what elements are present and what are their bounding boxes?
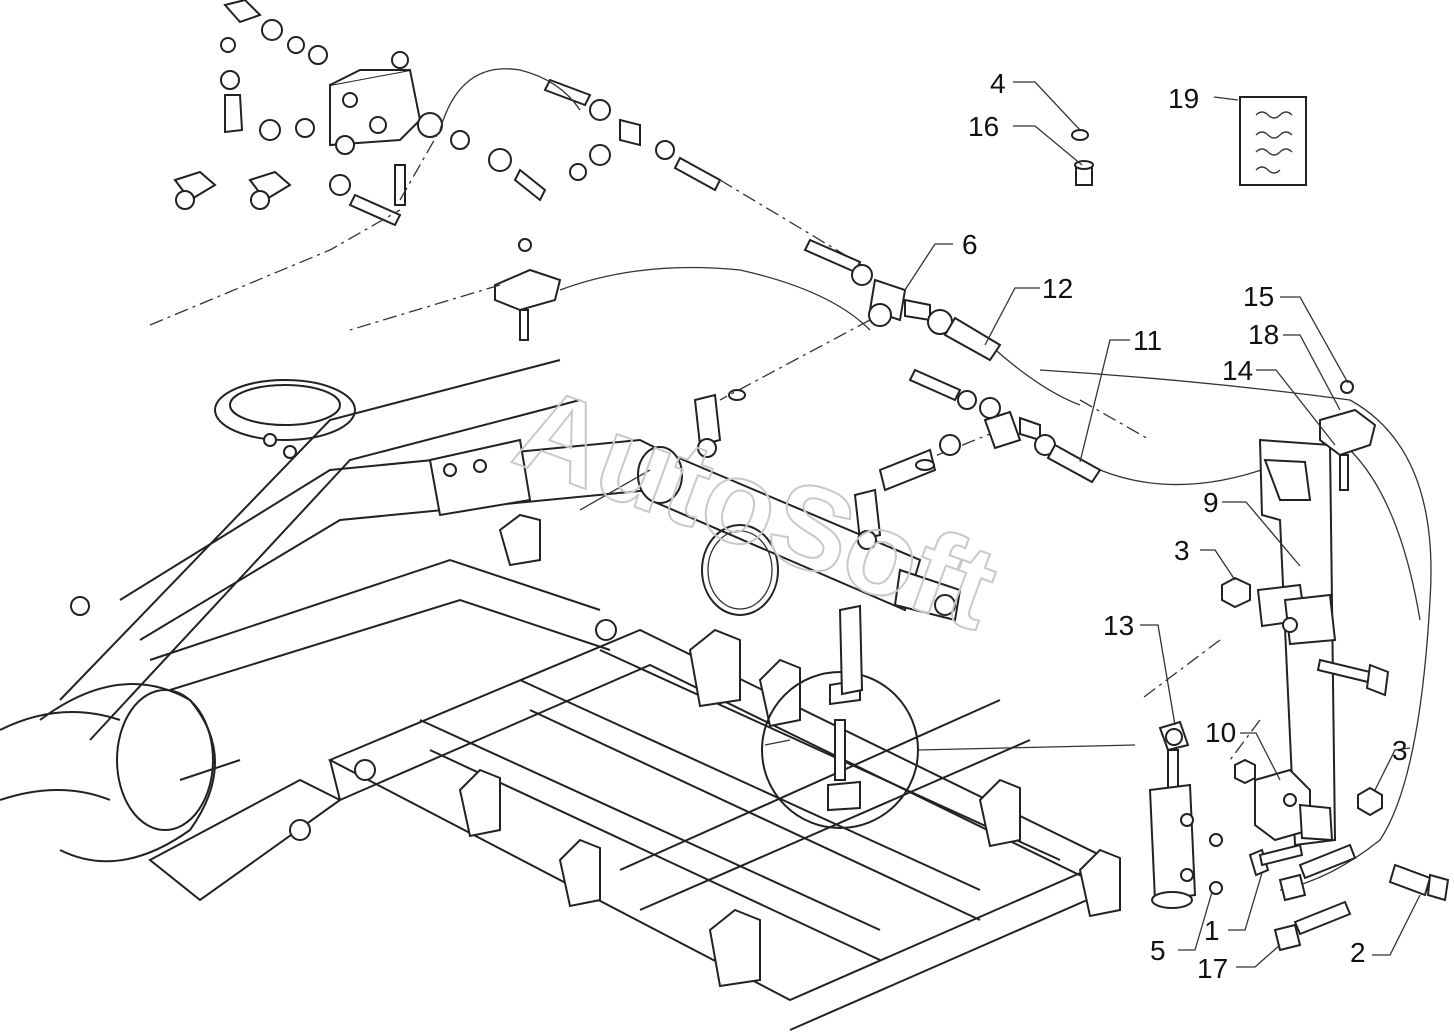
callout-3-lower: 3	[1392, 735, 1408, 766]
grease-nipple-5	[1209, 833, 1223, 895]
callout-3-upper: 3	[1174, 535, 1190, 566]
bolt-upper	[1316, 658, 1390, 697]
hydraulic-cylinder	[579, 389, 962, 622]
callout-labels: 1 2 3 3 4 5 6 9 10 11 12 13 14 15 16 17 …	[962, 68, 1408, 984]
valve-block-assembly	[173, 0, 722, 227]
callout-15: 15	[1243, 281, 1274, 312]
machine-frame	[0, 359, 1121, 1031]
nut-left	[1234, 758, 1256, 785]
hose-group-11	[878, 368, 1102, 492]
callout-5: 5	[1150, 935, 1166, 966]
leader-lines	[904, 81, 1421, 968]
callout-4: 4	[990, 68, 1006, 99]
plug-16	[1074, 160, 1094, 186]
callout-17: 17	[1197, 953, 1228, 984]
bolt-1	[1248, 843, 1304, 877]
elbow-fittings	[1273, 843, 1357, 952]
detail-magnifier	[761, 604, 1136, 829]
nut-3-upper	[1221, 576, 1251, 609]
washer-4	[1071, 129, 1089, 141]
callout-2: 2	[1350, 937, 1366, 968]
document-19	[1239, 96, 1307, 186]
callout-10: 10	[1205, 717, 1236, 748]
callout-11: 11	[1133, 325, 1162, 356]
bracket-10	[1254, 768, 1334, 842]
callout-9: 9	[1203, 487, 1219, 518]
callout-12: 12	[1042, 273, 1073, 304]
callout-19: 19	[1168, 83, 1199, 114]
gas-strut-13	[1148, 720, 1197, 909]
nut-3-lower	[1357, 786, 1383, 817]
callout-14: 14	[1222, 355, 1253, 386]
callout-1: 1	[1204, 915, 1220, 946]
hose-group-6-12	[803, 238, 1002, 362]
hose-clamp-upper	[494, 238, 562, 341]
callout-18: 18	[1248, 319, 1279, 350]
callout-16: 16	[968, 111, 999, 142]
circlip	[701, 524, 779, 616]
bolt-2	[1388, 863, 1450, 902]
callout-13: 13	[1103, 610, 1134, 641]
callout-6: 6	[962, 229, 978, 260]
